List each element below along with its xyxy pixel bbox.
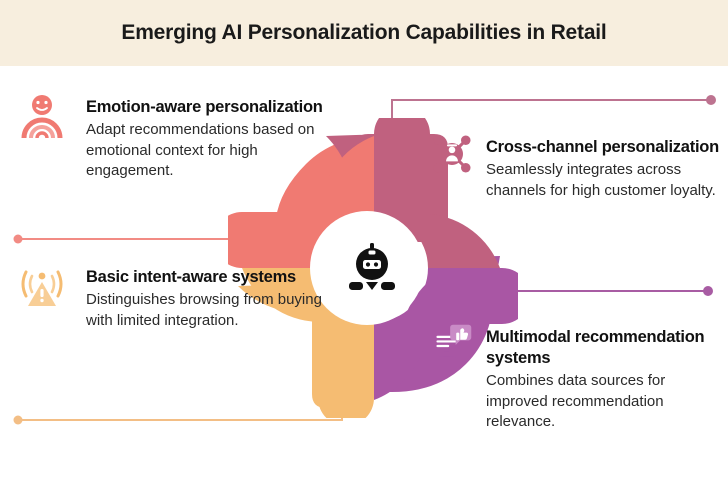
smiley-person-icon <box>21 95 63 139</box>
network-person-icon <box>433 135 471 173</box>
item-text-basic-intent: Basic intent-aware systems Distinguishes… <box>86 267 331 331</box>
monitor-thumbsup-icon <box>432 324 472 360</box>
item-text-cross-channel: Cross-channel personalization Seamlessly… <box>486 137 720 201</box>
item-title: Emotion-aware personalization <box>86 98 323 116</box>
item-title: Cross-channel personalization <box>486 138 719 156</box>
item-description: Combines data sources for improved recom… <box>486 372 666 430</box>
blade-coral <box>228 136 374 268</box>
item-text-multimodal: Multimodal recommendation systems Combin… <box>486 327 720 432</box>
connector-emotion-aware <box>13 234 246 244</box>
signal-tower-icon <box>21 270 63 306</box>
item-title: Basic intent-aware systems <box>86 268 296 286</box>
item-description: Seamlessly integrates across channels fo… <box>486 161 716 199</box>
item-description: Adapt recommendations based on emotional… <box>86 121 315 179</box>
blade-rose <box>374 118 500 268</box>
pinwheel-graphic-overlay <box>228 118 518 418</box>
blade-amber <box>242 268 374 418</box>
header-band <box>0 0 728 66</box>
blade-purple <box>374 268 518 400</box>
item-title: Multimodal recommendation systems <box>486 328 705 368</box>
connector-multimodal <box>490 286 713 296</box>
robot-icon <box>349 243 395 290</box>
item-text-emotion-aware: Emotion-aware personalization Adapt reco… <box>86 97 331 181</box>
item-description: Distinguishes browsing from buying with … <box>86 291 322 329</box>
page-title: Emerging AI Personalization Capabilities… <box>121 21 607 44</box>
